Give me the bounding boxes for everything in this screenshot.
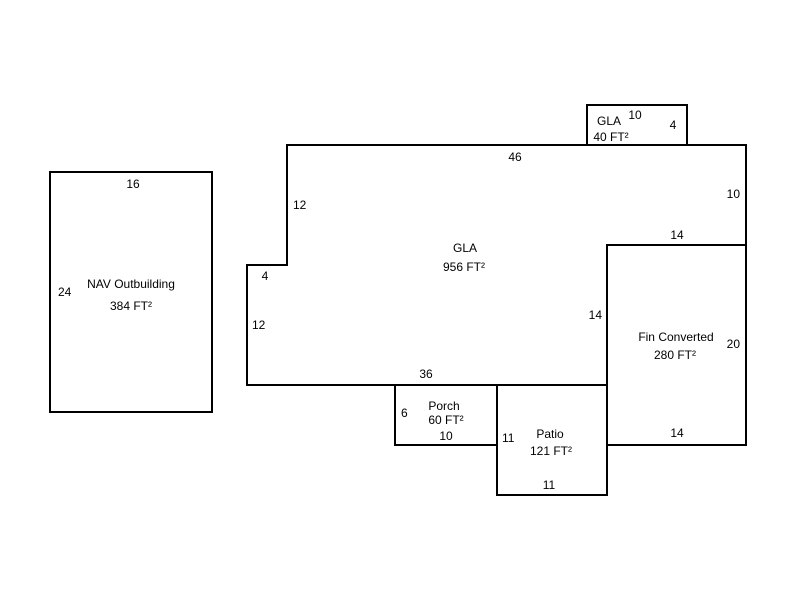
outbuilding-dim-left: 24 bbox=[58, 285, 72, 299]
gla-main-dim-right: 10 bbox=[727, 187, 741, 201]
patio-name-label: Patio bbox=[536, 427, 564, 441]
outbuilding-area-label: 384 FT² bbox=[110, 299, 152, 313]
fin-converted-area-label: 280 FT² bbox=[654, 348, 696, 362]
gla-small-name-label: GLA bbox=[597, 114, 621, 128]
porch-dim-left: 6 bbox=[401, 406, 408, 420]
gla-small-dim-top: 10 bbox=[628, 108, 642, 122]
gla-main-dim-bottom: 36 bbox=[419, 367, 433, 381]
fin-converted-dim-top: 14 bbox=[670, 228, 684, 242]
patio-dim-left: 11 bbox=[502, 431, 515, 445]
outbuilding-dim-top: 16 bbox=[126, 177, 140, 191]
gla-small-area-label: 40 FT² bbox=[593, 130, 628, 144]
fin-converted-dim-bottom: 14 bbox=[670, 426, 684, 440]
gla-main-dim-lower-left: 12 bbox=[252, 318, 266, 332]
patio-area-label: 121 FT² bbox=[530, 444, 572, 458]
patio-outline bbox=[496, 384, 608, 496]
patio-dim-bottom: 11 bbox=[543, 478, 556, 492]
gla-main-dim-upper-left: 12 bbox=[293, 198, 307, 212]
gla-main-name-label: GLA bbox=[453, 241, 477, 255]
outbuilding-name-label: NAV Outbuilding bbox=[87, 277, 175, 291]
gla-small-outline bbox=[586, 104, 688, 146]
fin-converted-outline bbox=[606, 244, 747, 446]
porch-area-label: 60 FT² bbox=[428, 413, 463, 427]
gla-small-dim-right: 4 bbox=[670, 118, 677, 132]
gla-main-dim-top: 46 bbox=[508, 150, 522, 164]
porch-dim-bottom: 10 bbox=[439, 429, 453, 443]
fin-converted-name-label: Fin Converted bbox=[638, 330, 713, 344]
gla-main-dim-step: 4 bbox=[262, 269, 269, 283]
outbuilding-outline bbox=[49, 171, 213, 413]
gla-main-area-label: 956 FT² bbox=[443, 260, 485, 274]
porch-name-label: Porch bbox=[428, 399, 459, 413]
fin-converted-dim-right: 20 bbox=[727, 337, 741, 351]
fin-converted-dim-left: 14 bbox=[589, 308, 603, 322]
